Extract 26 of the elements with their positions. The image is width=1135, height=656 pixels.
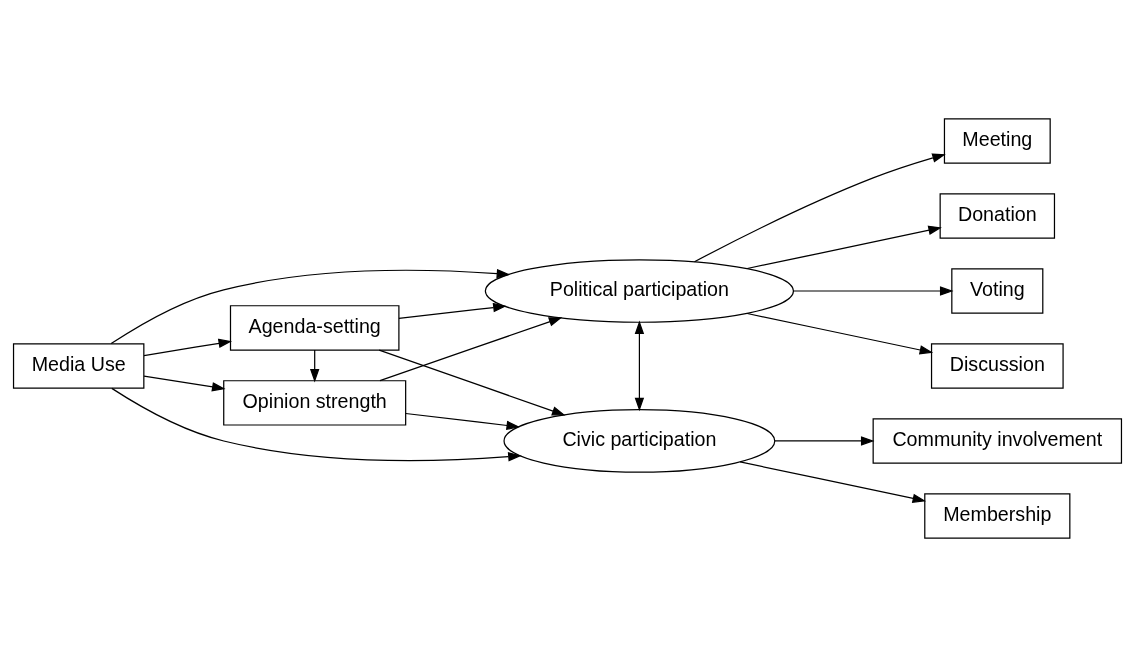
arrow <box>774 435 875 446</box>
node-box: Discussion <box>930 342 1064 389</box>
arrow <box>739 460 927 503</box>
node-box: Agenda-setting <box>229 304 400 351</box>
node-box: Community involvement <box>872 417 1123 464</box>
arrow <box>634 320 645 411</box>
arrow <box>111 387 522 461</box>
arrow <box>143 338 233 356</box>
arrow <box>143 375 226 392</box>
node-box: Donation <box>939 192 1056 239</box>
node-box: Opinion strength <box>223 379 407 426</box>
node-box: Voting <box>951 267 1044 314</box>
arrow <box>309 349 320 382</box>
arrow <box>693 152 946 262</box>
arrow <box>405 412 520 430</box>
arrow <box>378 349 566 415</box>
arrow <box>746 312 934 355</box>
arrow <box>398 302 507 319</box>
arrow <box>379 316 563 381</box>
node-box: Meeting <box>943 117 1051 164</box>
arrow <box>746 225 942 269</box>
arrow <box>110 268 511 344</box>
node-ellipse: Political participation <box>484 258 795 323</box>
node-box: Membership <box>924 492 1071 539</box>
arrow <box>792 285 954 296</box>
node-box: Media Use <box>12 342 145 389</box>
